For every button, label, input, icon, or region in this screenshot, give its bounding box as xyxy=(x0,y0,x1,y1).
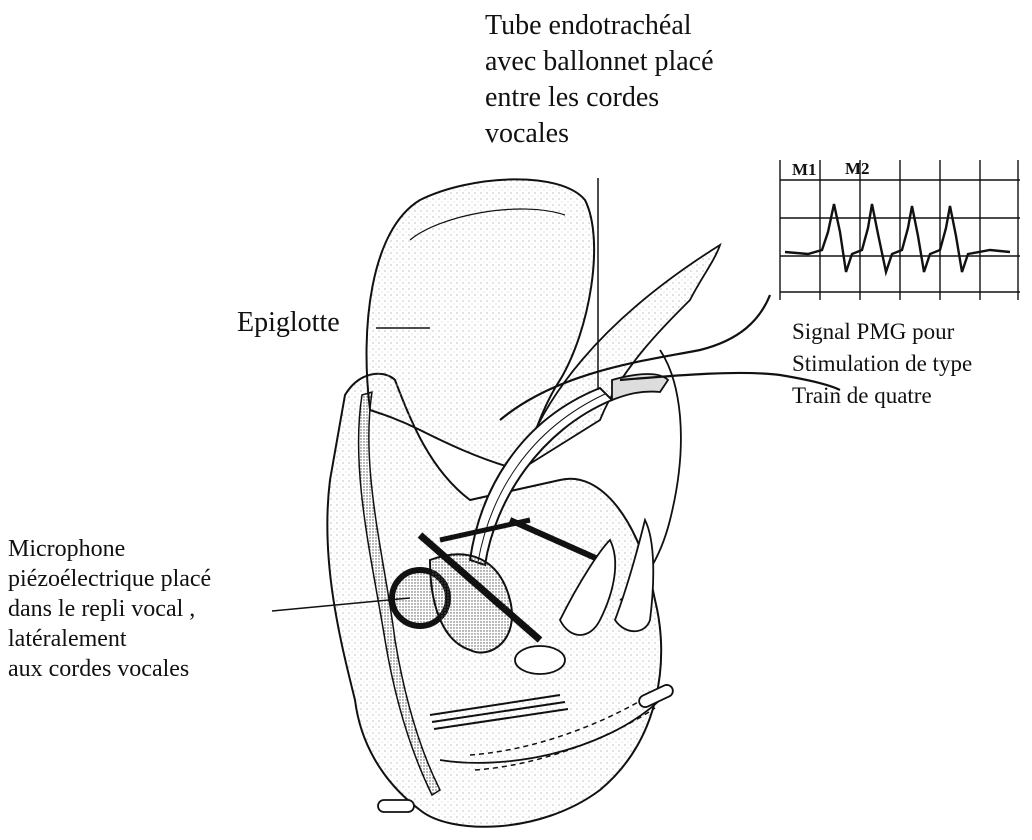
label-mic-line-5: aux cordes vocales xyxy=(8,654,211,684)
label-mic-line-1: Microphone xyxy=(8,534,211,564)
label-signal-line-3: Train de quatre xyxy=(792,380,972,412)
label-signal-line-2: Stimulation de type xyxy=(792,348,972,380)
label-signal-line-1: Signal PMG pour xyxy=(792,316,972,348)
label-tube-line-4: vocales xyxy=(485,116,714,152)
pmg-waveform xyxy=(785,204,1010,272)
label-mic-line-3: dans le repli vocal , xyxy=(8,594,211,624)
label-mic-line-2: piézoélectrique placé xyxy=(8,564,211,594)
label-tube-line-3: entre les cordes xyxy=(485,80,714,116)
marker-m2: M2 xyxy=(845,159,870,179)
signal-panel xyxy=(780,160,1020,300)
label-tube: Tube endotrachéal avec ballonnet placé e… xyxy=(485,8,714,152)
vocal-cord-ellipse xyxy=(515,646,565,674)
marker-m1: M1 xyxy=(792,160,817,180)
label-tube-line-2: avec ballonnet placé xyxy=(485,44,714,80)
label-signal: Signal PMG pour Stimulation de type Trai… xyxy=(792,316,972,412)
label-mic-line-4: latéralement xyxy=(8,624,211,654)
label-tube-line-1: Tube endotrachéal xyxy=(485,8,714,44)
label-epiglotte: Epiglotte xyxy=(237,306,340,339)
pin-bottom-left xyxy=(378,800,414,812)
label-microphone: Microphone piézoélectrique placé dans le… xyxy=(8,534,211,684)
